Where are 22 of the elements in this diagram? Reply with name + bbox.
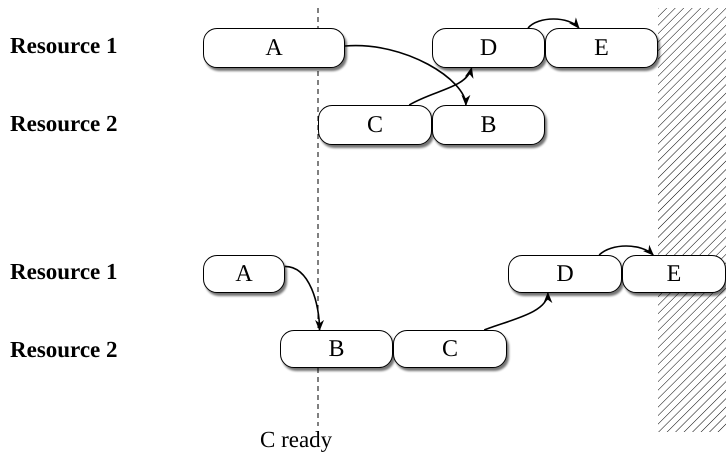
- arrow: [528, 18, 580, 29]
- row-label: Resource 2: [10, 112, 118, 135]
- row-label: Resource 1: [10, 260, 118, 283]
- arrow: [408, 66, 472, 106]
- task-box: C: [393, 330, 507, 368]
- arrow: [284, 266, 324, 332]
- task-box: A: [203, 255, 285, 293]
- row-label: Resource 2: [10, 338, 118, 361]
- hatched-region: [658, 8, 726, 432]
- task-box: E: [545, 28, 658, 68]
- annotation-text: C ready: [260, 428, 332, 451]
- task-box: D: [508, 255, 622, 293]
- task-box: E: [622, 255, 726, 293]
- task-box: A: [203, 28, 345, 68]
- arrow: [484, 292, 551, 331]
- task-box: C: [318, 105, 432, 145]
- arrow: [598, 245, 654, 256]
- task-box: B: [280, 330, 393, 368]
- row-label: Resource 1: [10, 34, 118, 57]
- task-box: D: [432, 28, 545, 68]
- task-box: B: [432, 105, 545, 145]
- arrow: [344, 44, 468, 106]
